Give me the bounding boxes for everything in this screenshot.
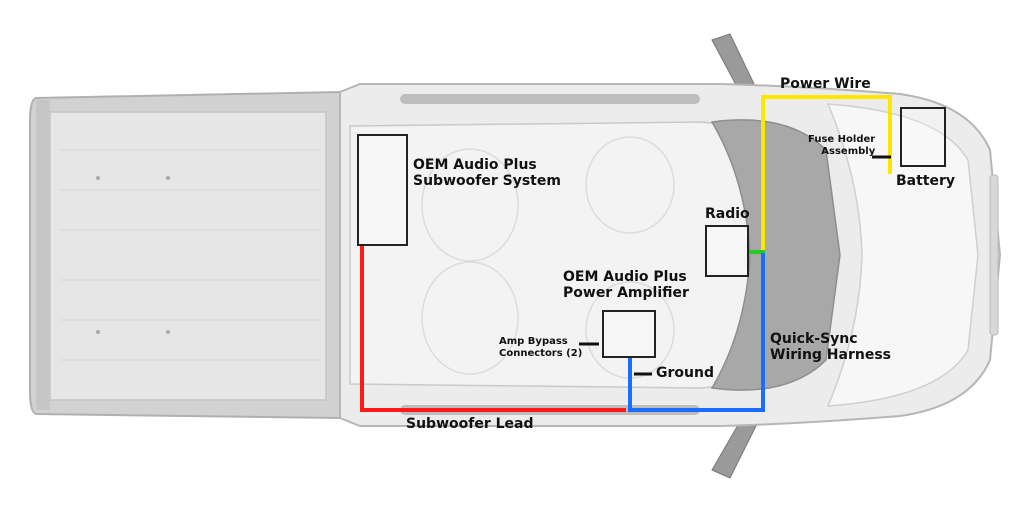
ground-label: Ground xyxy=(656,365,714,381)
top-roof-rail xyxy=(400,94,700,104)
battery-label: Battery xyxy=(896,173,955,189)
tailgate xyxy=(36,100,50,410)
radio-box xyxy=(706,226,748,276)
oem-subwoofer-line-2: Subwoofer System xyxy=(413,173,561,189)
oem-subwoofer-line-1: OEM Audio Plus xyxy=(413,157,561,173)
quick-sync-line-2: Wiring Harness xyxy=(770,347,891,363)
subwoofer-box xyxy=(358,135,407,245)
oem-amplifier-line-2: Power Amplifier xyxy=(563,285,689,301)
front-grille xyxy=(990,175,998,335)
amp-bypass-label: Amp Bypass Connectors (2) xyxy=(499,336,582,359)
radio-label: Radio xyxy=(705,206,750,222)
power-wire-label: Power Wire xyxy=(780,76,871,92)
oem-subwoofer-label: OEM Audio Plus Subwoofer System xyxy=(413,157,561,189)
fuse-holder-label: Fuse Holder Assembly xyxy=(808,134,875,157)
fuse-holder-line-2: Assembly xyxy=(808,146,875,158)
amp-bypass-line-2: Connectors (2) xyxy=(499,348,582,360)
amplifier-box xyxy=(603,311,655,357)
subwoofer-lead-label: Subwoofer Lead xyxy=(406,416,534,432)
battery-box xyxy=(901,108,945,166)
amp-bypass-line-1: Amp Bypass xyxy=(499,336,582,348)
fuse-holder-line-1: Fuse Holder xyxy=(808,134,875,146)
quick-sync-line-1: Quick-Sync xyxy=(770,331,891,347)
quick-sync-label: Quick-Sync Wiring Harness xyxy=(770,331,891,363)
oem-amplifier-line-1: OEM Audio Plus xyxy=(563,269,689,285)
oem-amplifier-label: OEM Audio Plus Power Amplifier xyxy=(563,269,689,301)
bed-floor xyxy=(50,112,326,400)
